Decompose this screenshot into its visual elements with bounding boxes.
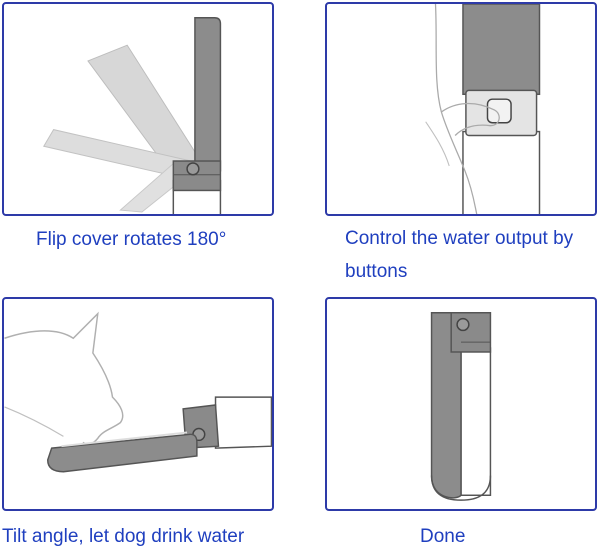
water-button-icon [486,98,512,124]
panel-done [325,297,597,511]
open-cover-bowl [46,433,198,473]
control-water-illustration [425,4,541,214]
hinge-block [450,312,492,353]
panel-dog-drinking [2,297,274,511]
panel-control-water [325,2,597,216]
caption-dog-drinking: Tilt angle, let dog drink water [2,526,245,547]
caption-done: Done [420,526,466,547]
dog-drinking-illustration [4,311,272,473]
panel-flip-cover [2,2,274,216]
dog-head-outline [4,311,124,446]
upright-cover [194,17,222,172]
thumb-outline [441,102,500,136]
bottle-body [214,396,272,449]
hand-outline [434,4,478,214]
hinge-pin-icon [186,162,200,176]
caption-control-water: Control the water output by buttons [345,228,574,282]
closed-bottle-illustration [430,312,492,501]
bottle-body [460,347,492,496]
bottle-body [462,130,541,214]
water-surface [61,431,188,448]
caption-flip-cover: Flip cover rotates 180° [36,229,227,250]
hinge-pin-icon [456,317,470,332]
flip-cover-illustration [43,17,222,214]
bottle-cover [462,4,541,96]
